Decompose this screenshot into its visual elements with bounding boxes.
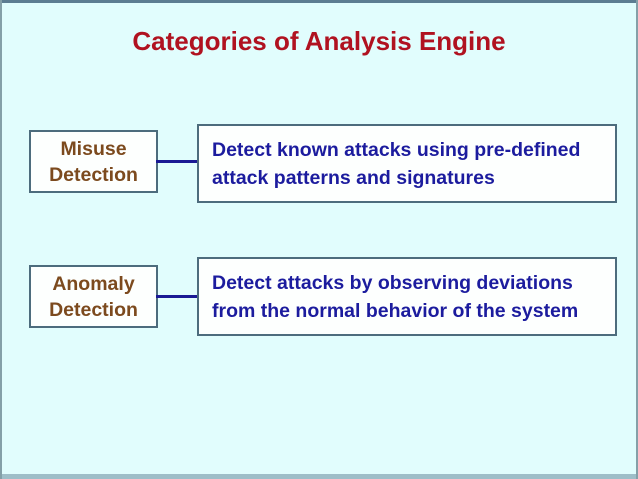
misuse-connector-line (156, 160, 198, 163)
bottom-edge-strip (2, 474, 636, 479)
misuse-detection-box: Misuse Detection (29, 130, 158, 193)
slide-title: Categories of Analysis Engine (132, 26, 506, 56)
top-edge-strip (2, 0, 636, 3)
misuse-description-box: Detect known attacks using pre-defined a… (197, 124, 617, 203)
misuse-detection-label: Misuse Detection (49, 137, 138, 186)
anomaly-detection-label: Anomaly Detection (49, 272, 138, 321)
anomaly-description-text: Detect attacks by observing deviations f… (212, 271, 579, 322)
anomaly-detection-box: Anomaly Detection (29, 265, 158, 328)
misuse-description-text: Detect known attacks using pre-defined a… (212, 138, 581, 189)
anomaly-connector-line (156, 295, 198, 298)
anomaly-description-box: Detect attacks by observing deviations f… (197, 257, 617, 336)
